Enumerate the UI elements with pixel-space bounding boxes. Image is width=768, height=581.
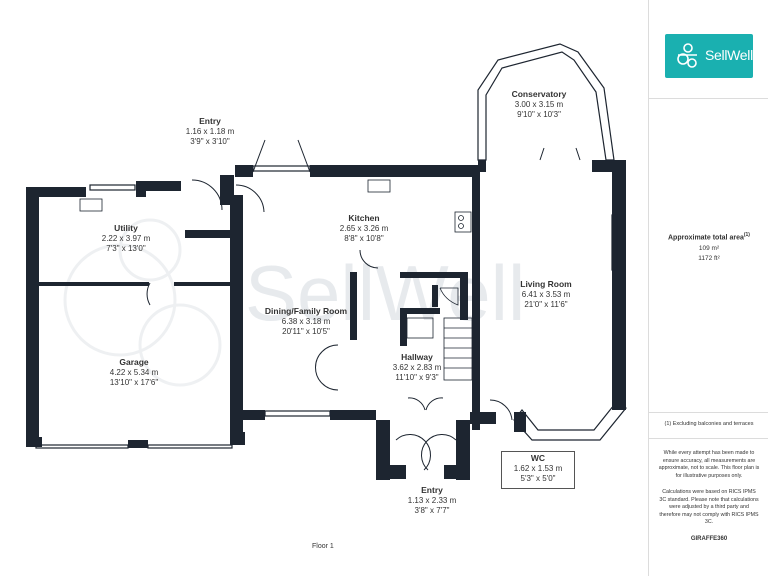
room-name: Conservatory bbox=[511, 89, 567, 99]
room-dimensions-metric: 6.38 x 3.18 m bbox=[281, 317, 331, 326]
room-name: Entry bbox=[421, 485, 443, 495]
room-name: Living Room bbox=[520, 279, 572, 289]
room-dimensions-imperial: 21'0" x 11'6" bbox=[524, 300, 568, 309]
room-label-garage: Garage 4.22 x 5.34 m 13'10" x 17'6" bbox=[110, 357, 158, 388]
room-name: Utility bbox=[114, 223, 138, 233]
room-label-conservatory: Conservatory 3.00 x 3.15 m 9'10" x 10'3" bbox=[512, 89, 567, 120]
room-label-utility: Utility 2.22 x 3.97 m 7'3" x 13'0" bbox=[102, 223, 150, 254]
room-label-dining: Dining/Family Room 6.38 x 3.18 m 20'11" … bbox=[265, 306, 347, 337]
room-dimensions-metric: 3.00 x 3.15 m bbox=[514, 100, 564, 109]
divider bbox=[649, 412, 768, 413]
disclaimer-text: While every attempt has been made to ens… bbox=[658, 450, 760, 479]
floor-plan: SellWell bbox=[26, 43, 627, 550]
room-label-kitchen: Kitchen 2.65 x 3.26 m 8'8" x 10'8" bbox=[340, 213, 388, 244]
room-dimensions-imperial: 9'10" x 10'3" bbox=[517, 110, 561, 119]
floor-plan-drawing: SellWell bbox=[26, 43, 627, 480]
room-name: Hallway bbox=[401, 352, 433, 362]
room-dimensions-imperial: 20'11" x 10'5" bbox=[282, 327, 330, 336]
staircase bbox=[443, 317, 473, 381]
logo-text: SellWell bbox=[705, 47, 753, 63]
room-dimensions-metric: 2.65 x 3.26 m bbox=[339, 224, 389, 233]
room-name: Dining/Family Room bbox=[264, 306, 348, 316]
room-dimensions-metric: 1.62 x 1.53 m bbox=[513, 464, 563, 473]
excluding-note: (1) Excluding balconies and terraces bbox=[664, 421, 754, 427]
divider bbox=[649, 98, 768, 99]
room-dimensions-imperial: 13'10" x 17'6" bbox=[109, 378, 159, 387]
fixtures bbox=[79, 179, 472, 339]
room-name: Entry bbox=[199, 116, 221, 126]
room-name: Kitchen bbox=[348, 213, 380, 223]
divider bbox=[649, 438, 768, 439]
sellwell-logo: SellWell bbox=[665, 34, 753, 78]
wc-label-box: WC 1.62 x 1.53 m 5'3" x 5'0" bbox=[501, 451, 575, 489]
room-dimensions-metric: 1.16 x 1.18 m bbox=[185, 127, 235, 136]
sellwell-knot-icon bbox=[677, 43, 697, 68]
room-name: Garage bbox=[119, 357, 149, 367]
walls bbox=[26, 160, 626, 480]
area-metric: 109 m² bbox=[698, 245, 720, 252]
room-dimensions-metric: 1.13 x 2.33 m bbox=[407, 496, 457, 505]
room-label-wc: WC 1.62 x 1.53 m 5'3" x 5'0" bbox=[514, 453, 562, 484]
floor-label: Floor 1 bbox=[312, 543, 334, 550]
room-dimensions-imperial: 7'3" x 13'0" bbox=[106, 244, 146, 253]
area-title-text: Approximate total area bbox=[668, 234, 744, 242]
room-dimensions-metric: 6.41 x 3.53 m bbox=[521, 290, 571, 299]
room-name: WC bbox=[530, 453, 546, 463]
credit-text: GIRAFFE360 bbox=[690, 536, 728, 542]
calculations-text: Calculations were based on RICS IPMS 3C … bbox=[659, 489, 759, 525]
room-dimensions-imperial: 5'3" x 5'0" bbox=[520, 474, 556, 483]
room-dimensions-imperial: 8'8" x 10'8" bbox=[344, 234, 384, 243]
room-dimensions-metric: 2.22 x 3.97 m bbox=[101, 234, 151, 243]
room-label-living-room: Living Room 6.41 x 3.53 m 21'0" x 11'6" bbox=[520, 279, 571, 310]
room-label-hallway: Hallway 3.62 x 2.83 m 11'10" x 9'3" bbox=[393, 352, 441, 383]
room-dimensions-metric: 3.62 x 2.83 m bbox=[392, 363, 442, 372]
room-dimensions-metric: 4.22 x 5.34 m bbox=[109, 368, 159, 377]
area-title-footnote: (1) bbox=[743, 232, 750, 238]
sellwell-watermark bbox=[63, 218, 222, 387]
room-label-entry-top: Entry 1.16 x 1.18 m 3'9" x 3'10" bbox=[186, 116, 234, 147]
area-title: Approximate total area(1) bbox=[653, 232, 765, 241]
room-dimensions-imperial: 3'9" x 3'10" bbox=[190, 137, 230, 146]
room-dimensions-imperial: 3'8" x 7'7" bbox=[414, 506, 450, 515]
info-sidebar: SellWell Approximate total area(1) 109 m… bbox=[648, 0, 768, 576]
room-label-entry-bottom: Entry 1.13 x 2.33 m 3'8" x 7'7" bbox=[408, 485, 456, 516]
area-imperial: 1172 ft² bbox=[698, 255, 720, 262]
doors bbox=[146, 139, 581, 471]
windows bbox=[35, 43, 627, 449]
room-dimensions-imperial: 11'10" x 9'3" bbox=[395, 373, 439, 382]
